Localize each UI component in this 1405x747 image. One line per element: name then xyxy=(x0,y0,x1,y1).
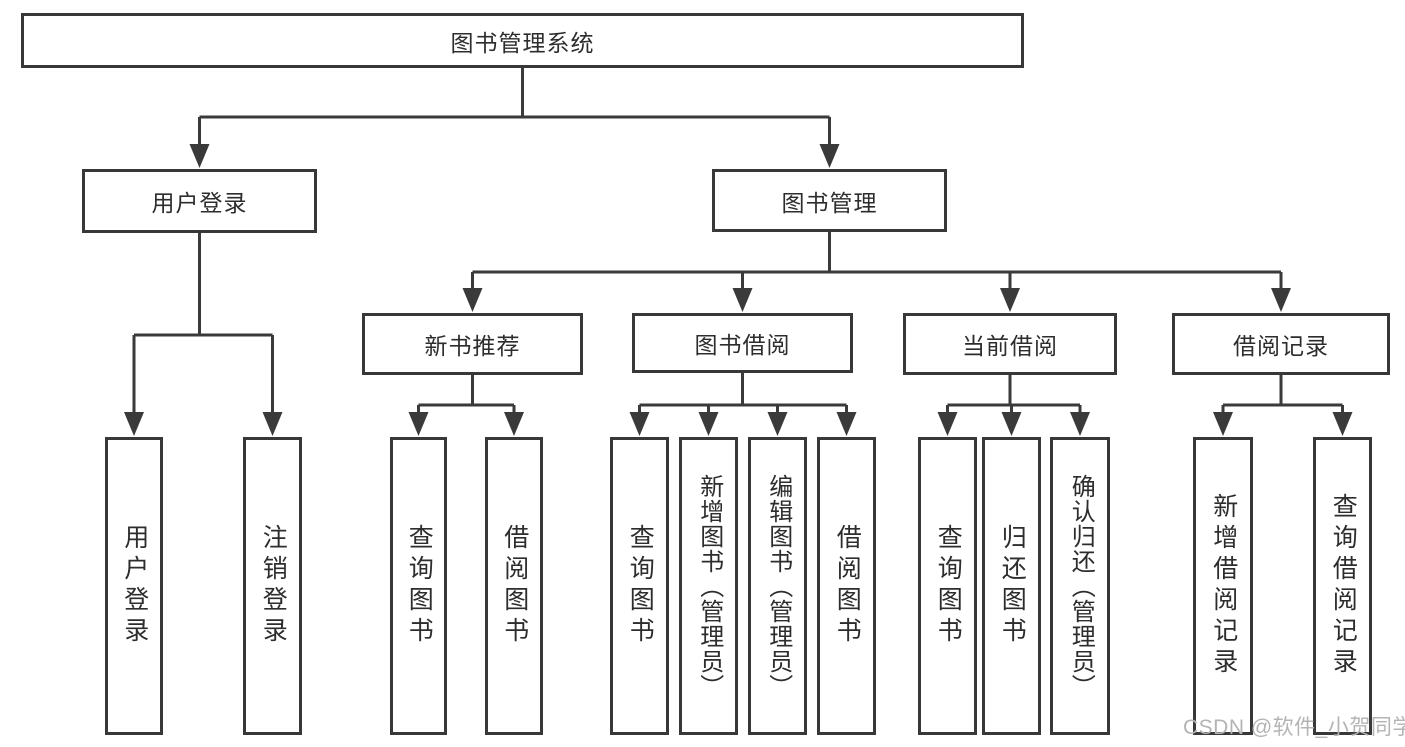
node-user-login: 用户登录 xyxy=(82,169,317,233)
node-root: 图书管理系统 xyxy=(21,13,1024,68)
leaf-return-books: 归还图书 xyxy=(982,437,1041,735)
node-borrow-records-label: 借阅记录 xyxy=(1233,333,1329,359)
leaf-return-books-label: 归还图书 xyxy=(998,524,1027,648)
node-book-borrow: 图书借阅 xyxy=(632,313,853,373)
leaf-user-login: 用户登录 xyxy=(105,437,163,735)
leaf-query-books-current: 查询图书 xyxy=(918,437,977,735)
leaf-logout-login-label: 注销登录 xyxy=(259,524,288,648)
csdn-watermark: CSDN @软件_小贺同学 xyxy=(1183,716,1405,739)
leaf-add-books-admin: 新增图书（管理员） xyxy=(679,437,738,735)
leaf-query-books-borrow-label: 查询图书 xyxy=(626,524,655,648)
leaf-edit-books-admin-label: 编辑图书（管理员） xyxy=(764,473,792,699)
node-user-login-label: 用户登录 xyxy=(151,190,248,216)
node-book-borrow-label: 图书借阅 xyxy=(694,332,791,358)
leaf-borrow-books-borrow-label: 借阅图书 xyxy=(833,524,862,648)
leaf-borrow-books-recommend-label: 借阅图书 xyxy=(500,524,529,648)
leaf-add-borrow-record: 新增借阅记录 xyxy=(1193,437,1253,735)
node-root-label: 图书管理系统 xyxy=(450,29,595,56)
leaf-user-login-label: 用户登录 xyxy=(120,524,149,648)
leaf-confirm-return-admin-label: 确认归还（管理员） xyxy=(1067,473,1095,699)
leaf-edit-books-admin: 编辑图书（管理员） xyxy=(748,437,807,735)
leaf-query-books-recommend-label: 查询图书 xyxy=(405,524,434,648)
node-current-borrow: 当前借阅 xyxy=(903,313,1117,375)
node-book-management: 图书管理 xyxy=(712,169,947,232)
node-new-book-recommend: 新书推荐 xyxy=(362,313,583,375)
leaf-query-books-current-label: 查询图书 xyxy=(934,524,963,648)
node-new-book-recommend-label: 新书推荐 xyxy=(424,333,521,359)
leaf-query-books-borrow: 查询图书 xyxy=(610,437,669,735)
leaf-logout-login: 注销登录 xyxy=(243,437,302,735)
node-book-management-label: 图书管理 xyxy=(781,189,878,216)
leaf-add-borrow-record-label: 新增借阅记录 xyxy=(1209,493,1238,679)
leaf-borrow-books-recommend: 借阅图书 xyxy=(485,437,543,735)
leaf-query-borrow-record-label: 查询借阅记录 xyxy=(1329,493,1358,679)
leaf-borrow-books-borrow: 借阅图书 xyxy=(817,437,876,735)
leaf-confirm-return-admin: 确认归还（管理员） xyxy=(1050,437,1110,735)
node-borrow-records: 借阅记录 xyxy=(1172,313,1390,375)
leaf-add-books-admin-label: 新增图书（管理员） xyxy=(695,473,723,699)
leaf-query-books-recommend: 查询图书 xyxy=(390,437,447,735)
leaf-query-borrow-record: 查询借阅记录 xyxy=(1313,437,1372,735)
node-current-borrow-label: 当前借阅 xyxy=(962,333,1058,359)
